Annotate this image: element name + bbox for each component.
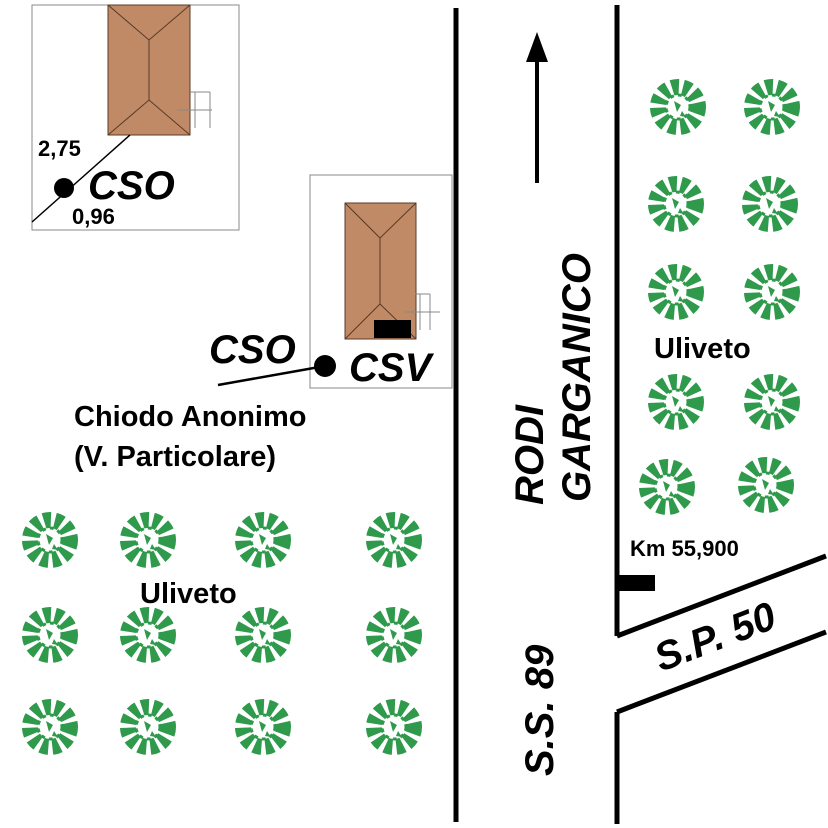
landmark-line-1: Chiodo Anonimo (74, 401, 306, 433)
inset-dim-bottom: 0,96 (72, 204, 115, 229)
olive-grove-left (30, 520, 414, 747)
cso-pointer-line (217, 364, 326, 387)
olive-grove-right-label: Uliveto (654, 333, 751, 365)
olive-tree-icon (750, 184, 790, 224)
olive-tree-icon (128, 707, 168, 747)
olive-tree-icon (752, 272, 792, 312)
direction-arrow-icon (526, 32, 548, 183)
km-marker-block (618, 575, 655, 591)
olive-tree-icon (658, 87, 698, 127)
side-road-code: S.P. 50 (648, 594, 781, 680)
inset-marker-dot (54, 178, 74, 198)
inset-panel: 2,75 0,96 CSO (31, 4, 240, 231)
olive-grove-left-label: Uliveto (140, 578, 237, 610)
olive-tree-icon (128, 615, 168, 655)
olive-tree-icon (30, 615, 70, 655)
olive-tree-icon (746, 465, 786, 505)
cso-marker-dot (314, 355, 336, 377)
landmark-line-2: (V. Particolare) (74, 441, 276, 473)
inset-dim-side: 2,75 (38, 136, 81, 161)
cso-label: CSO (209, 328, 296, 372)
road-code: S.S. 89 (518, 644, 562, 776)
olive-tree-icon (243, 707, 283, 747)
building-panel: CSO CSV (209, 174, 453, 390)
inset-marker-label: CSO (88, 164, 175, 208)
building-roof (344, 202, 417, 340)
inset-dimension-line (31, 134, 131, 223)
olive-tree-icon (656, 382, 696, 422)
olive-tree-icon (752, 87, 792, 127)
inset-house (107, 4, 191, 136)
side-road-north-edge (616, 553, 827, 639)
km-label: Km 55,900 (630, 536, 739, 561)
road-name-line-2: GARGANICO (555, 253, 599, 502)
side-road-south-edge (616, 629, 827, 715)
olive-tree-icon (30, 520, 70, 560)
csv-block (374, 320, 411, 338)
road-name-line-1: RODI (508, 404, 552, 505)
olive-tree-icon (243, 615, 283, 655)
olive-tree-icon (374, 615, 414, 655)
olive-tree-icon (243, 520, 283, 560)
olive-tree-icon (30, 707, 70, 747)
olive-tree-icon (374, 520, 414, 560)
building-cross-icon (405, 293, 440, 330)
olive-tree-icon (374, 707, 414, 747)
csv-label: CSV (349, 346, 435, 390)
olive-tree-icon (656, 184, 696, 224)
olive-tree-icon (656, 272, 696, 312)
olive-tree-icon (752, 382, 792, 422)
olive-tree-icon (128, 520, 168, 560)
olive-grove-right (647, 87, 792, 507)
olive-tree-icon (647, 467, 687, 507)
inset-cross-icon (177, 91, 212, 128)
